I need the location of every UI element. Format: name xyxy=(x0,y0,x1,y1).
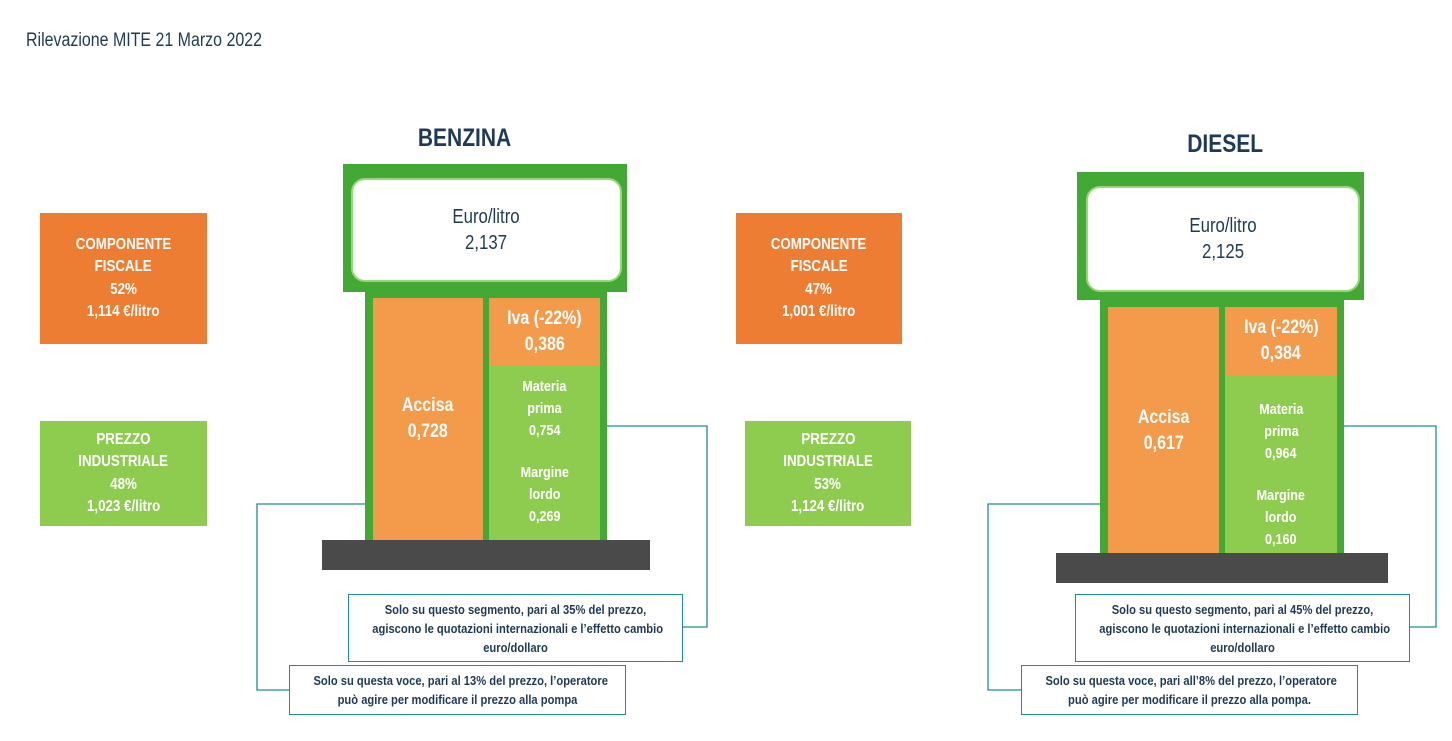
page-title: Rilevazione MITE 21 Marzo 2022 xyxy=(26,30,262,51)
diesel-materia-label-2: prima xyxy=(1263,423,1299,440)
benzina-pump-base xyxy=(322,540,650,570)
diesel-materia-value: 0,964 xyxy=(1265,445,1297,462)
benzina-margine-label-1: Margine xyxy=(520,464,569,481)
benzina-materia-label-1: Materia xyxy=(522,378,567,395)
benzina-margine-value: 0,269 xyxy=(528,508,561,525)
benzina-price-display: Euro/litro 2,137 xyxy=(351,178,622,282)
diesel-pump-base xyxy=(1056,553,1388,583)
diesel-iva-segment: Iva (-22%) 0,384 xyxy=(1225,307,1337,375)
benzina-iva-segment: Iva (-22%) 0,386 xyxy=(489,298,600,365)
benzina-title: BENZINA xyxy=(418,124,512,152)
diesel-margine-label-1: Margine xyxy=(1256,487,1306,504)
diesel-margine-label-2: lordo xyxy=(1265,509,1297,526)
diesel-margine-value: 0,160 xyxy=(1265,531,1297,548)
diesel-price-display: Euro/litro 2,125 xyxy=(1086,186,1360,292)
benzina-price-value: 2,137 xyxy=(465,232,508,254)
diesel-unit-label: Euro/litro xyxy=(1189,215,1257,237)
benzina-fiscal-component-box: COMPONENTE FISCALE 52% 1,114 €/litro xyxy=(40,213,207,344)
diesel-price-value: 2,125 xyxy=(1201,241,1245,263)
diesel-industrial-price-box: PREZZO INDUSTRIALE 53% 1,124 €/litro xyxy=(745,421,911,526)
benzina-unit-label: Euro/litro xyxy=(452,206,521,228)
benzina-industrial-segment: Materia prima 0,754 Margine lordo 0,269 xyxy=(489,365,600,540)
connector-diesel-materia xyxy=(1300,425,1437,628)
diesel-fiscal-component-box: COMPONENTE FISCALE 47% 1,001 €/litro xyxy=(736,213,902,344)
benzina-materia-value: 0,754 xyxy=(528,422,561,439)
diesel-materia-note: Solo su questo segmento, pari al 45% del… xyxy=(1075,594,1410,662)
connector-benzina-materia xyxy=(565,425,708,628)
benzina-industrial-price-box: PREZZO INDUSTRIALE 48% 1,023 €/litro xyxy=(40,421,207,526)
diesel-accisa-segment: Accisa 0,617 xyxy=(1108,307,1219,554)
benzina-margine-note: Solo su questa voce, pari al 13% del pre… xyxy=(289,665,626,715)
diesel-materia-label-1: Materia xyxy=(1258,401,1304,418)
diesel-title: DIESEL xyxy=(1187,130,1263,158)
benzina-accisa-segment: Accisa 0,728 xyxy=(373,298,483,540)
diesel-margine-note: Solo su questa voce, pari all’8% del pre… xyxy=(1021,665,1358,715)
benzina-margine-label-2: lordo xyxy=(528,486,561,503)
benzina-materia-note: Solo su questo segmento, pari al 35% del… xyxy=(348,594,683,662)
benzina-materia-label-2: prima xyxy=(527,400,562,417)
diesel-industrial-segment: Materia prima 0,964 Margine lordo 0,160 xyxy=(1225,375,1337,554)
